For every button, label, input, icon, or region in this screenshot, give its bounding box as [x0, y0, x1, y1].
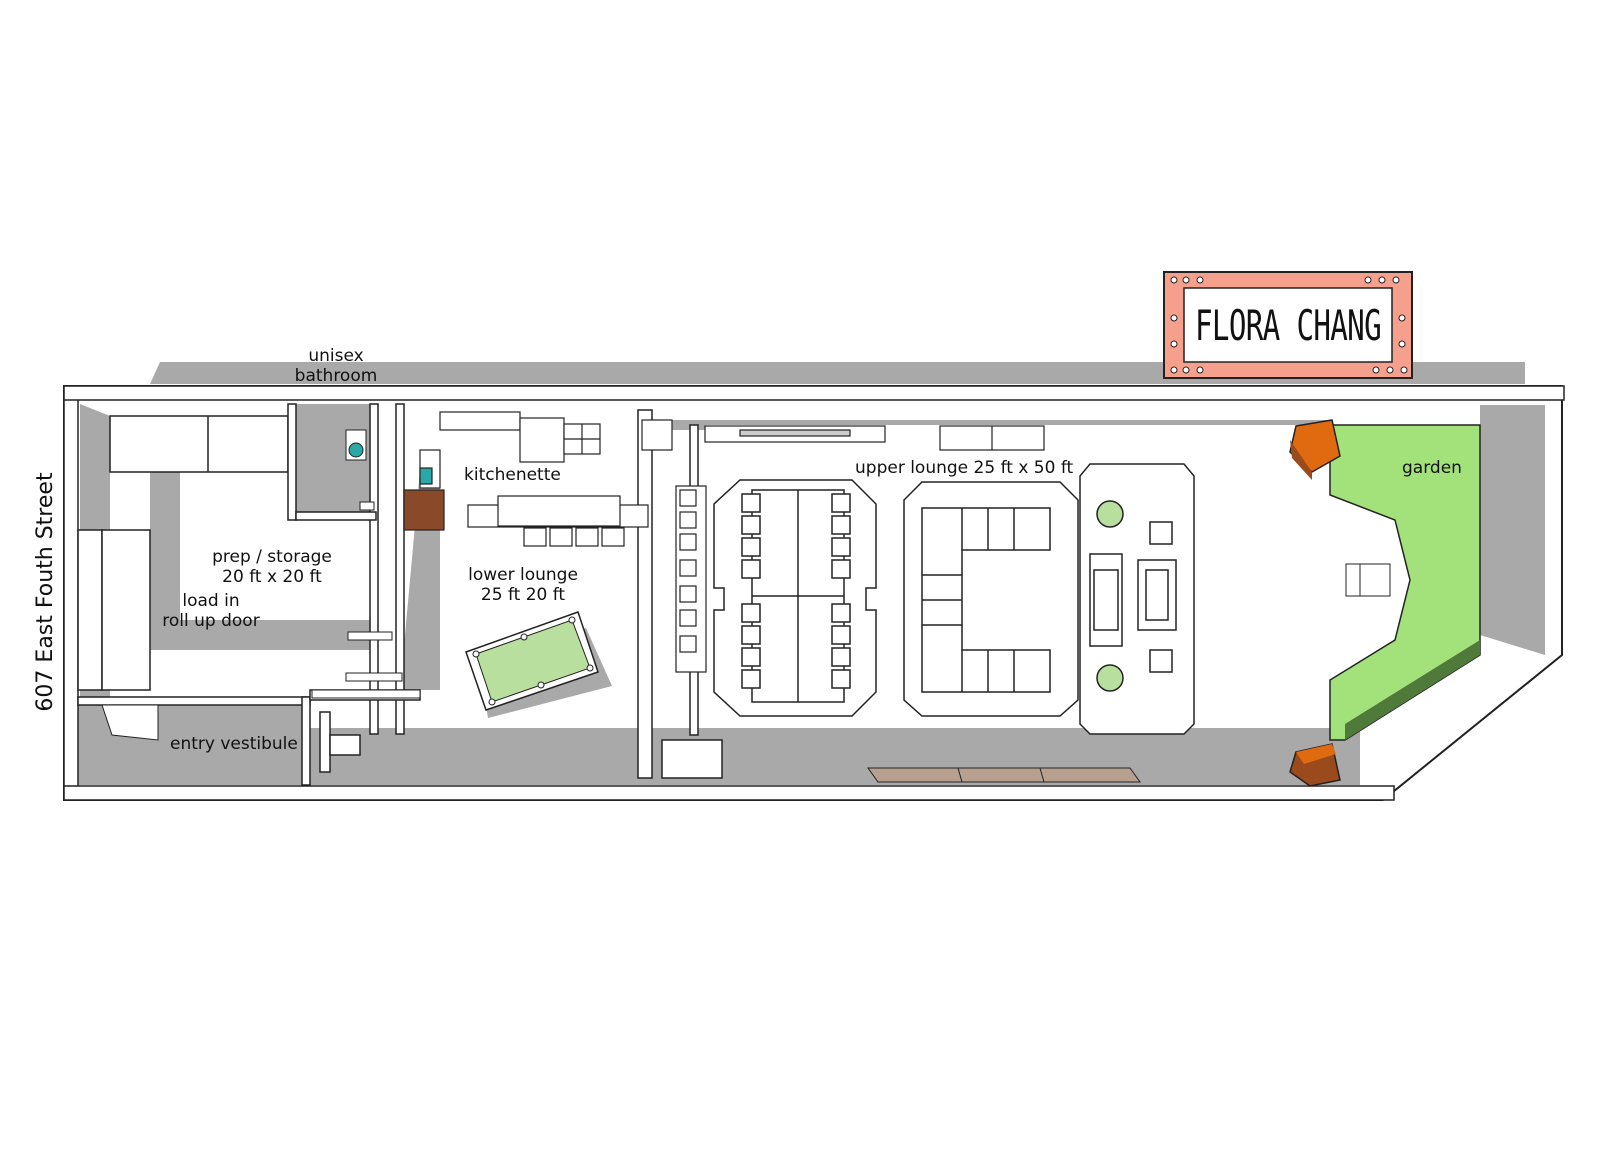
flora-chang-logo: FLORA CHANG	[1163, 271, 1413, 379]
partition-stools	[641, 419, 707, 673]
bathroom-fixtures	[345, 429, 367, 461]
logo-text: FLORA CHANG	[1195, 301, 1381, 350]
plant-icon	[1096, 500, 1124, 528]
steps	[101, 501, 421, 741]
garden	[1329, 424, 1481, 741]
label-lower-lounge-size: 25 ft 20 ft	[481, 585, 566, 605]
plant-icon	[1096, 664, 1124, 692]
toilet-icon	[348, 442, 364, 458]
sectional-sofa-group	[903, 481, 1079, 717]
label-unisex: unisex	[308, 346, 363, 366]
speakers	[1289, 419, 1341, 787]
label-entry-vestibule: entry vestibule	[170, 734, 298, 754]
dining-table-group	[713, 479, 877, 717]
upper-lounge-wall-fixtures	[704, 425, 1045, 451]
label-upper-lounge: upper lounge 25 ft x 50 ft	[855, 458, 1074, 478]
label-lower-lounge: lower lounge	[468, 565, 578, 585]
label-prep-storage-size: 20 ft x 20 ft	[222, 567, 322, 587]
walls	[63, 385, 1565, 801]
label-load-in: load in	[182, 591, 239, 611]
label-roll-up-door: roll up door	[162, 611, 259, 631]
entry-rug	[867, 767, 1141, 783]
label-bathroom: bathroom	[295, 366, 378, 386]
lounge-seating-group	[1079, 463, 1195, 735]
bar-counter	[467, 495, 649, 547]
garden-bench	[1345, 563, 1391, 597]
label-prep-storage: prep / storage	[212, 547, 332, 567]
kitchenette-fixtures	[403, 411, 601, 531]
label-kitchenette: kitchenette	[464, 465, 561, 485]
pool-table	[465, 611, 612, 718]
street-address: 607 East Fouth Street	[33, 472, 58, 712]
label-garden: garden	[1402, 458, 1462, 478]
